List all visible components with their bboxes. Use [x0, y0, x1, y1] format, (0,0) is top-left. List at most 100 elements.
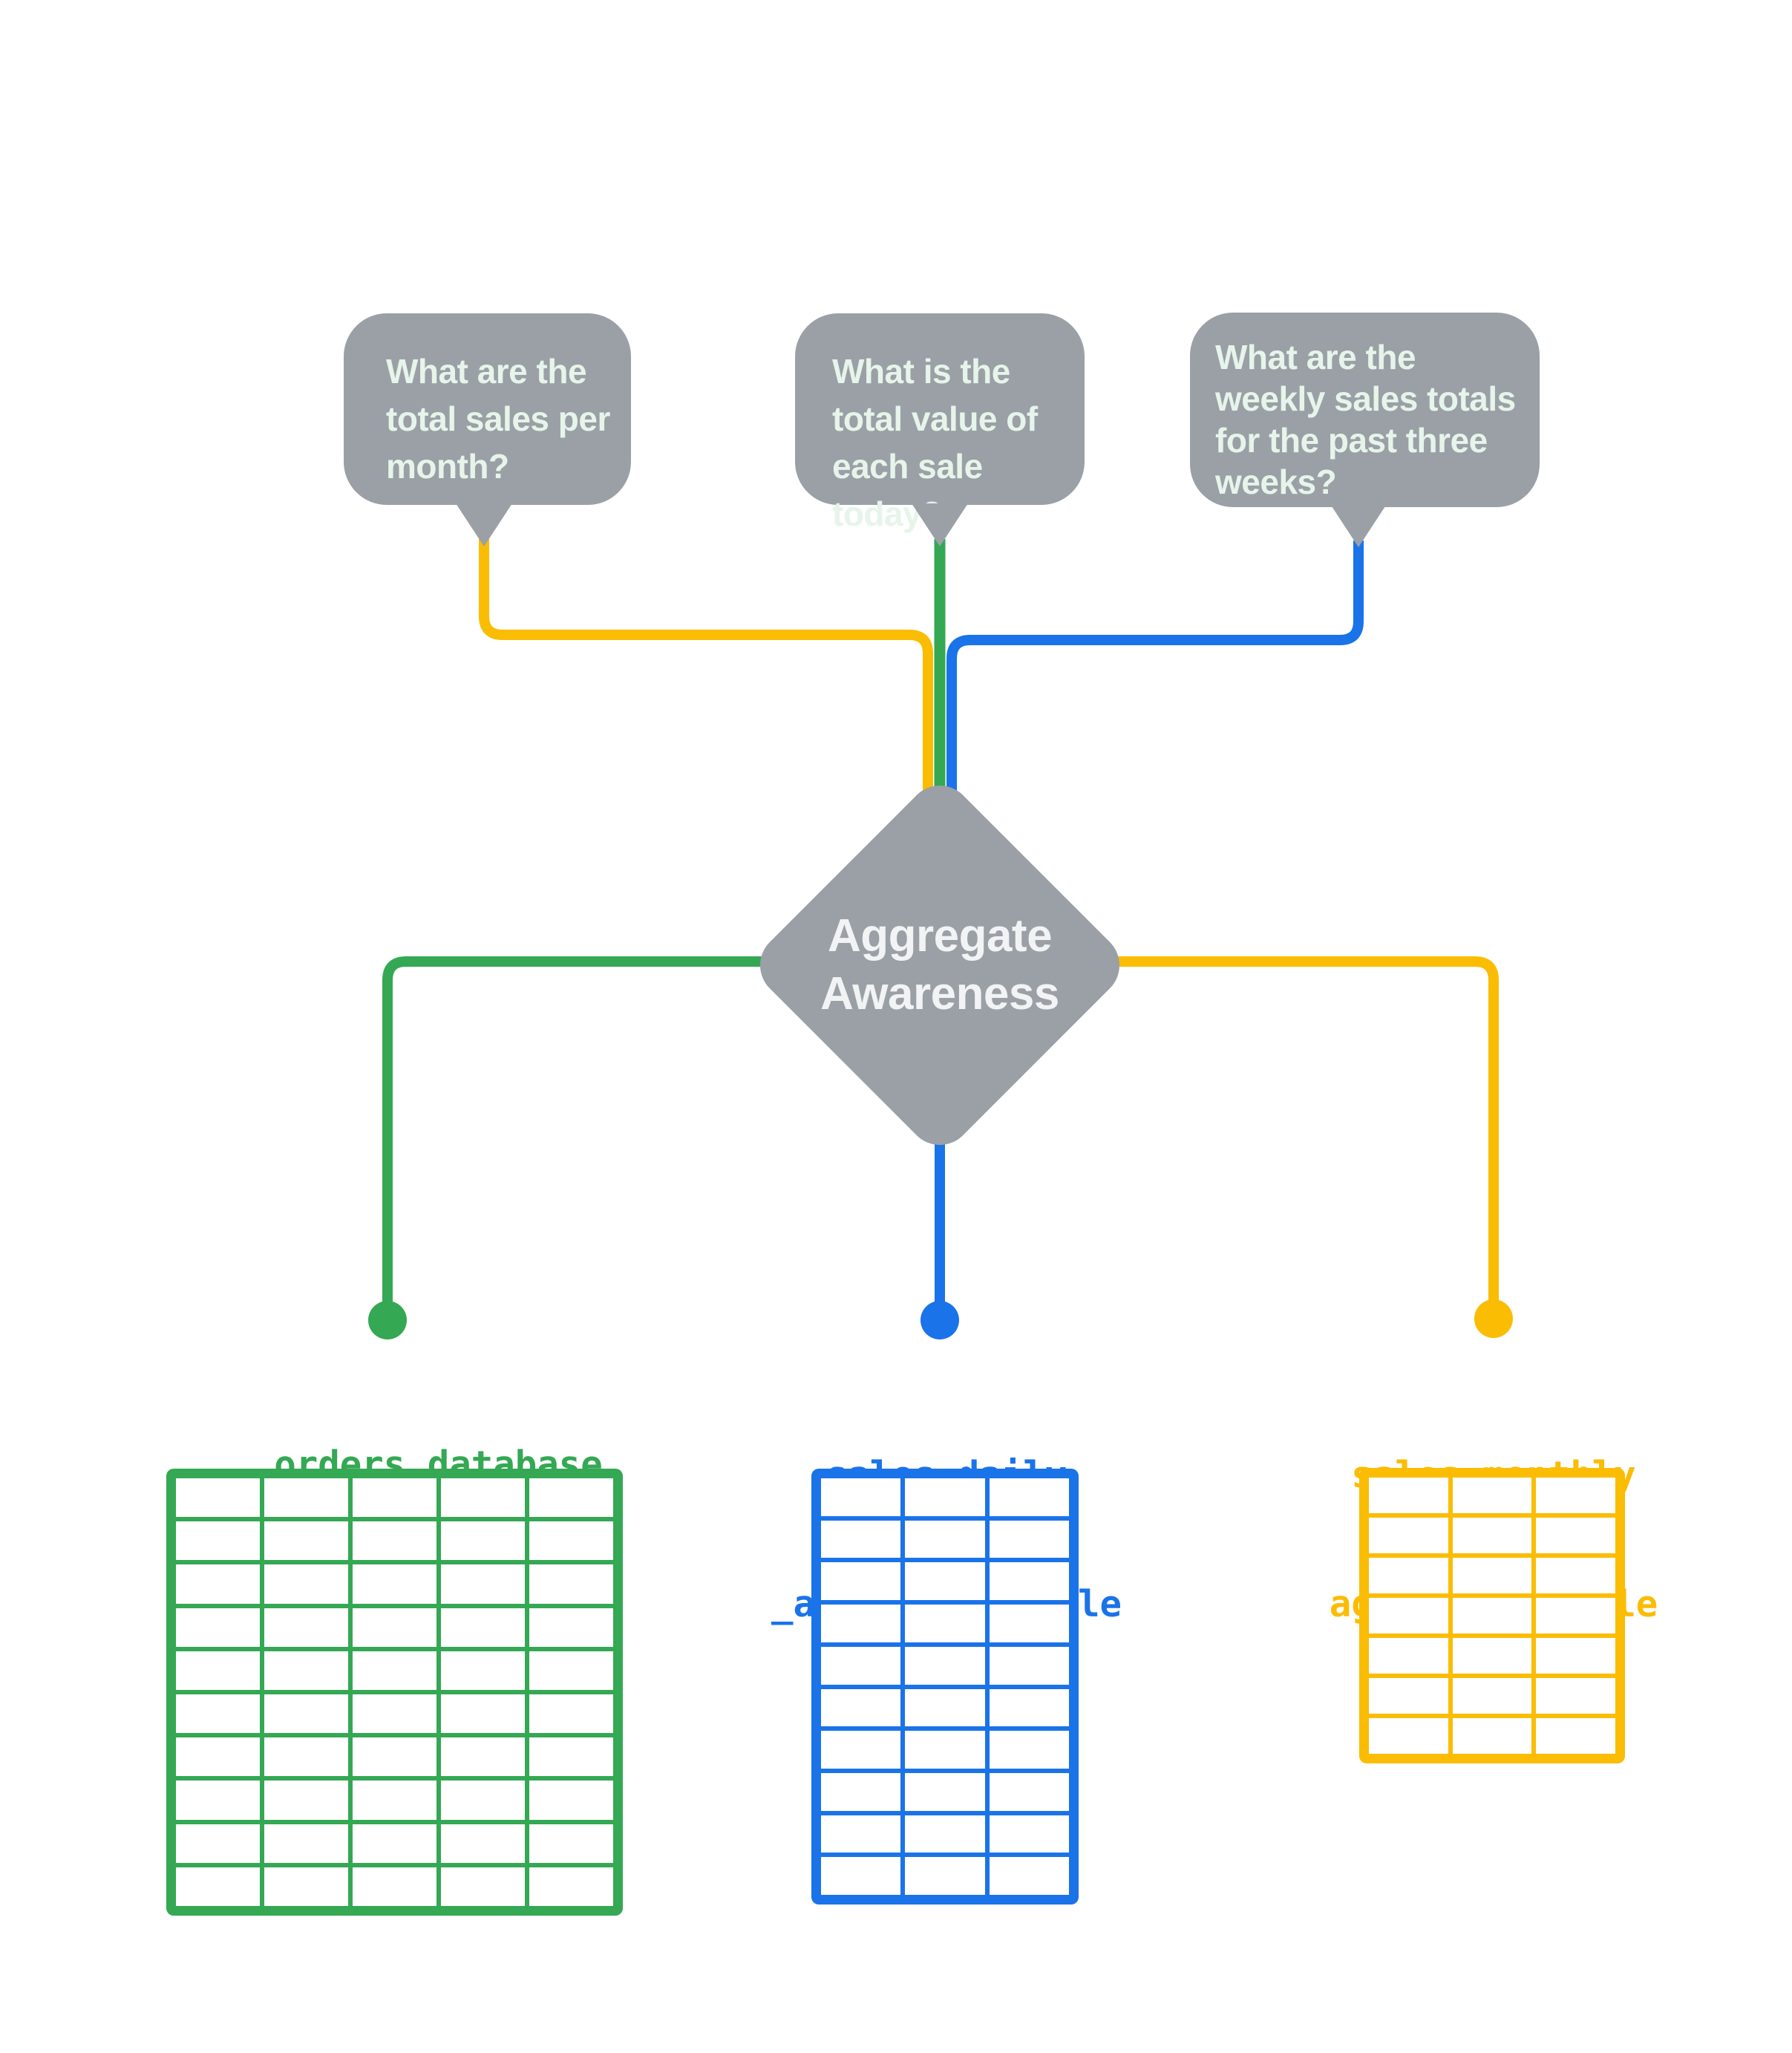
- table-cell: [264, 1694, 348, 1734]
- green-endpoint-dot: [368, 1301, 407, 1339]
- bubble-text-line: What is the: [832, 352, 1010, 391]
- bubble-text-line: weeks?: [1215, 463, 1337, 501]
- table-cell: [1369, 1718, 1448, 1754]
- table-cell: [1369, 1518, 1448, 1553]
- table-cell: [441, 1824, 525, 1863]
- table-cell: [989, 1815, 1069, 1853]
- bubble-text-line: What are the: [1215, 338, 1416, 376]
- blue-endpoint-dot: [920, 1301, 959, 1339]
- table-cell: [1452, 1718, 1532, 1754]
- table-cell: [353, 1608, 436, 1647]
- table-cell: [264, 1478, 348, 1518]
- table-cell: [989, 1646, 1069, 1685]
- diamond-label: Aggregate Awareness: [791, 887, 1088, 1043]
- table-cell: [353, 1478, 436, 1518]
- table-cell: [264, 1521, 348, 1561]
- table-cell: [821, 1815, 901, 1853]
- yellow-connector-bottom: [1018, 956, 1499, 1307]
- table-cell: [905, 1731, 985, 1769]
- table-cell: [905, 1857, 985, 1895]
- table-cell: [1369, 1638, 1448, 1674]
- table-cell: [441, 1478, 525, 1518]
- diamond-label-line: Awareness: [820, 968, 1059, 1019]
- table-cell: [905, 1688, 985, 1727]
- table-cell: [1536, 1518, 1615, 1553]
- table-cell: [264, 1608, 348, 1647]
- table-cell: [821, 1857, 901, 1895]
- table-cell: [1536, 1598, 1615, 1633]
- table-cell: [353, 1824, 436, 1863]
- table-cell: [529, 1781, 613, 1820]
- table-cell: [353, 1781, 436, 1820]
- table-cell: [441, 1781, 525, 1820]
- table-cell: [441, 1564, 525, 1604]
- sales-monthly-aggregate-table: [1359, 1468, 1625, 1763]
- table-cell: [353, 1867, 436, 1906]
- table-cell: [1536, 1558, 1615, 1593]
- table-cell: [821, 1520, 901, 1558]
- bubble-tail: [1330, 504, 1387, 547]
- table-cell: [529, 1824, 613, 1863]
- table-cell: [176, 1824, 260, 1863]
- table-cell: [176, 1521, 260, 1561]
- table-cell: [264, 1781, 348, 1820]
- table-cell: [1536, 1678, 1615, 1714]
- table-cell: [905, 1478, 985, 1516]
- table-cell: [905, 1815, 985, 1853]
- bubble-text-line: What are the: [386, 352, 587, 391]
- table-cell: [264, 1867, 348, 1906]
- table-cell: [176, 1564, 260, 1604]
- table-cell: [1369, 1598, 1448, 1633]
- table-cell: [264, 1564, 348, 1604]
- table-cell: [353, 1694, 436, 1734]
- table-cell: [529, 1867, 613, 1906]
- table-cell: [176, 1737, 260, 1777]
- aggregate-awareness-diamond: [760, 786, 1119, 1145]
- table-cell: [989, 1731, 1069, 1769]
- table-cell: [989, 1772, 1069, 1811]
- table-cell: [441, 1867, 525, 1906]
- table-cell: [989, 1478, 1069, 1516]
- table-cell: [441, 1521, 525, 1561]
- table-cell: [353, 1651, 436, 1690]
- table-cell: [1452, 1678, 1532, 1714]
- table-cell: [529, 1521, 613, 1561]
- table-cell: [529, 1608, 613, 1647]
- bubble-text-line: month?: [386, 447, 509, 486]
- table-cell: [1452, 1518, 1532, 1553]
- table-cell: [353, 1737, 436, 1777]
- table-cell: [176, 1478, 260, 1518]
- table-cell: [176, 1608, 260, 1647]
- yellow-connector-top: [479, 539, 933, 846]
- table-cell: [264, 1737, 348, 1777]
- table-cell: [821, 1731, 901, 1769]
- table-cell: [441, 1694, 525, 1734]
- table-cell: [1536, 1638, 1615, 1674]
- bubble-tail: [456, 503, 512, 546]
- sales-daily-aggregate-table: [811, 1469, 1079, 1905]
- blue-connector-top: [946, 541, 1364, 846]
- question-bubble-weekly-sales: What are the weekly sales totals for the…: [1190, 313, 1540, 507]
- diamond-label-line: Aggregate: [827, 910, 1053, 962]
- table-cell: [821, 1478, 901, 1516]
- bubble-text-line: total sales per: [386, 399, 610, 438]
- table-cell: [176, 1867, 260, 1906]
- table-cell: [529, 1478, 613, 1518]
- table-cell: [989, 1857, 1069, 1895]
- table-cell: [176, 1781, 260, 1820]
- table-cell: [905, 1520, 985, 1558]
- table-cell: [176, 1651, 260, 1690]
- table-cell: [441, 1737, 525, 1777]
- table-cell: [1452, 1558, 1532, 1593]
- table-cell: [821, 1772, 901, 1811]
- table-cell: [989, 1605, 1069, 1642]
- table-cell: [529, 1737, 613, 1777]
- table-cell: [905, 1562, 985, 1601]
- orders-database-table: [166, 1469, 623, 1916]
- table-cell: [353, 1564, 436, 1604]
- table-cell: [176, 1694, 260, 1734]
- bubble-text-line: total value of: [832, 399, 1038, 438]
- table-cell: [1369, 1558, 1448, 1593]
